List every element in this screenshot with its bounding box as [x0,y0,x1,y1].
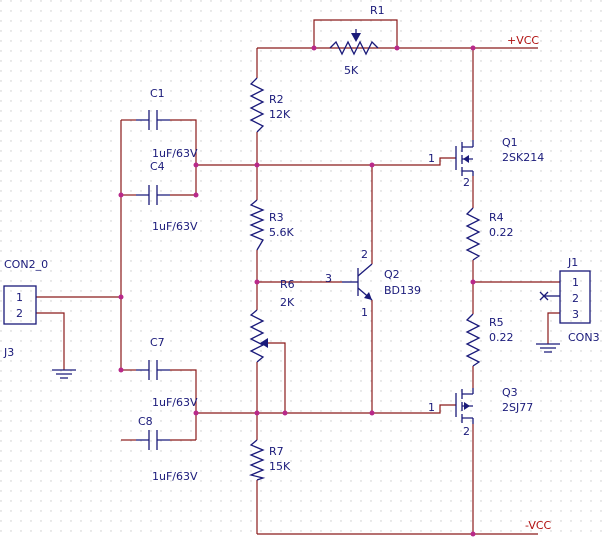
j1-value: CON3 [568,331,600,344]
q2-collector-pin: 2 [361,248,368,261]
q1-ref: Q1 [502,136,518,149]
r4-value: 0.22 [489,226,514,239]
j3-pin-2: 2 [16,307,23,320]
r6-value: 2K [280,296,295,309]
r7-value: 15K [269,460,291,473]
q3-value: 2SJ77 [502,401,533,414]
q3-ref: Q3 [502,386,518,399]
c4-value: 1uF/63V [152,220,198,233]
junction-dots [118,45,476,537]
c8-ref: C8 [138,415,153,428]
j1-pin-1: 1 [572,276,579,289]
resistor-r5-symbol[interactable] [465,313,481,367]
neg-rail-label: -VCC [525,519,552,532]
q2-value: BD139 [384,284,421,297]
r3-value: 5.6K [269,226,294,239]
r1-ref: R1 [370,4,385,17]
r7-ref: R7 [269,445,284,458]
j3-value: CON2_0 [4,258,48,271]
j3-pin-1: 1 [16,291,23,304]
ground-symbol-j1 [536,343,560,353]
pos-rail-label: +VCC [507,34,539,47]
j1-pin-2: 2 [572,292,579,305]
c8-value: 1uF/63V [152,470,198,483]
q3-gate-pin: 1 [428,401,435,414]
q2-base-pin: 3 [325,272,332,285]
j1-pin-3: 3 [572,308,579,321]
connector-j3-symbol[interactable] [3,285,37,325]
resistor-r7-symbol[interactable] [248,439,266,481]
resistor-r1-symbol[interactable] [329,29,379,56]
r1-value: 5K [344,64,359,77]
r3-ref: R3 [269,211,284,224]
connector-j1-symbol[interactable] [539,270,591,324]
r2-ref: R2 [269,93,284,106]
r2-value: 12K [269,108,291,121]
resistor-r3-symbol[interactable] [249,199,265,251]
r5-value: 0.22 [489,331,514,344]
q1-gate-pin: 1 [428,152,435,165]
q2-emitter-pin: 1 [361,306,368,319]
c1-ref: C1 [150,87,165,100]
bjt-q2-symbol[interactable] [342,263,373,301]
resistor-r4-symbol[interactable] [465,207,481,261]
q2-ref: Q2 [384,268,400,281]
q1-drain-pin: 2 [463,176,470,189]
j3-ref: J3 [3,346,14,359]
capacitor-c4-symbol[interactable] [136,185,170,205]
capacitor-c7-symbol[interactable] [136,360,170,380]
q3-drain-pin: 2 [463,425,470,438]
wires [36,19,560,535]
capacitor-c8-symbol[interactable] [136,430,170,450]
j1-ref: J1 [567,256,578,269]
resistor-r6-symbol[interactable] [249,309,268,363]
c4-ref: C4 [150,160,165,173]
capacitor-c1-symbol[interactable] [136,110,170,130]
c7-ref: C7 [150,336,165,349]
ground-symbol-j3 [52,369,76,379]
r4-ref: R4 [489,211,504,224]
q1-value: 2SK214 [502,151,544,164]
c7-value: 1uF/63V [152,396,198,409]
r5-ref: R5 [489,316,504,329]
resistor-r2-symbol[interactable] [249,77,265,133]
c1-value: 1uF/63V [152,147,198,160]
mosfet-q3-symbol[interactable] [455,388,474,424]
mosfet-q1-symbol[interactable] [455,140,474,176]
r6-ref: R6 [280,278,295,291]
